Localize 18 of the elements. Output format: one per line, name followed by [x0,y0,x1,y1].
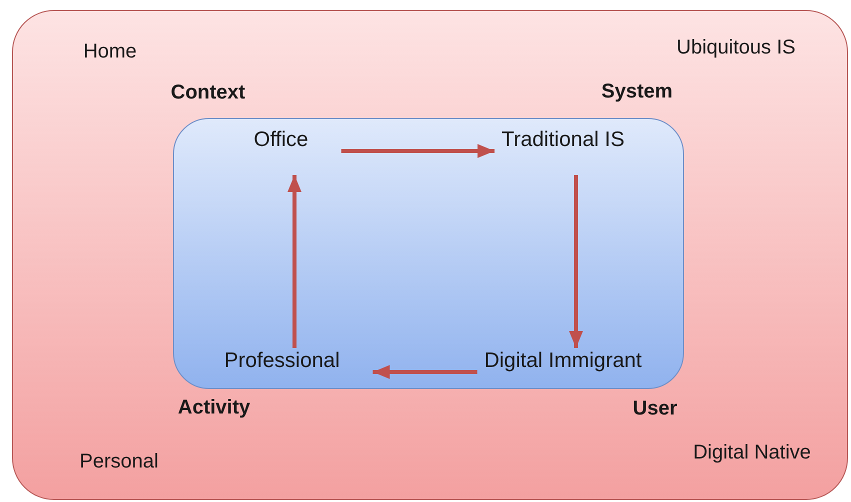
dimension-heading: User [632,398,678,420]
dimension-heading: Context [170,82,246,104]
arrow [568,174,582,348]
dimension-value: Digital Native [693,442,811,464]
node-label: Office [234,116,328,164]
dimension-heading: System [601,80,673,104]
arrow [287,174,301,348]
dimension-value: Home [83,40,137,64]
node-label: Professional [204,337,360,385]
dimension-value: Ubiquitous IS [676,36,796,60]
dimension-value: Personal [80,450,158,474]
arrow [340,144,494,158]
outer-panel [12,10,848,500]
node-label: Digital Immigrant [464,337,662,385]
arrow [372,364,477,378]
inner-panel [173,118,684,389]
node-label: Traditional IS [482,116,644,164]
dimension-heading: Activity [178,396,250,420]
